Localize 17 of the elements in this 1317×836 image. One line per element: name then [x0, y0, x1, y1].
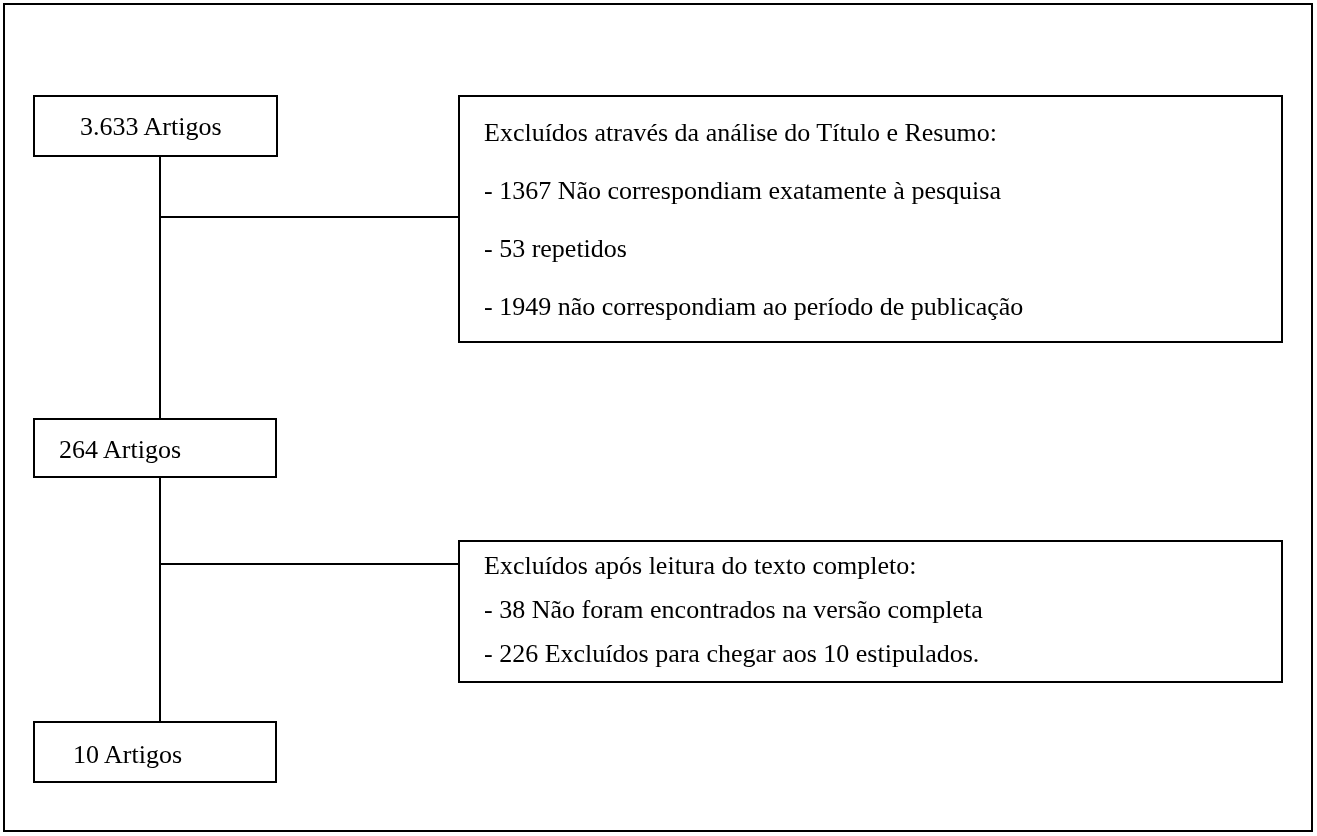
count-box: [33, 721, 277, 783]
exclusion-box: [458, 540, 1283, 683]
exclusion-box: [458, 95, 1283, 343]
box-text: Excluídos através da análise do Título e Resumo:: [484, 117, 997, 149]
list-item: - 38 Não foram encontrados na versão completa: [484, 594, 983, 626]
count-box: [33, 418, 277, 478]
box-text: 3.633 Artigos: [80, 111, 222, 143]
list-item: - 53 repetidos: [484, 233, 627, 265]
box-text: Excluídos após leitura do texto completo:: [484, 550, 917, 582]
list-item: - 1367 Não correspondiam exatamente à pesquisa: [484, 175, 1001, 207]
box-text: 10 Artigos: [73, 739, 183, 771]
list-item: - 226 Excluídos para chegar aos 10 estipulados.: [484, 638, 980, 670]
connector-line: [159, 156, 161, 419]
count-box: [33, 95, 278, 157]
connector-line: [159, 477, 161, 722]
box-text: 264 Artigos: [59, 434, 182, 466]
list-item: - 1949 não correspondiam ao período de publicação: [484, 291, 1024, 323]
